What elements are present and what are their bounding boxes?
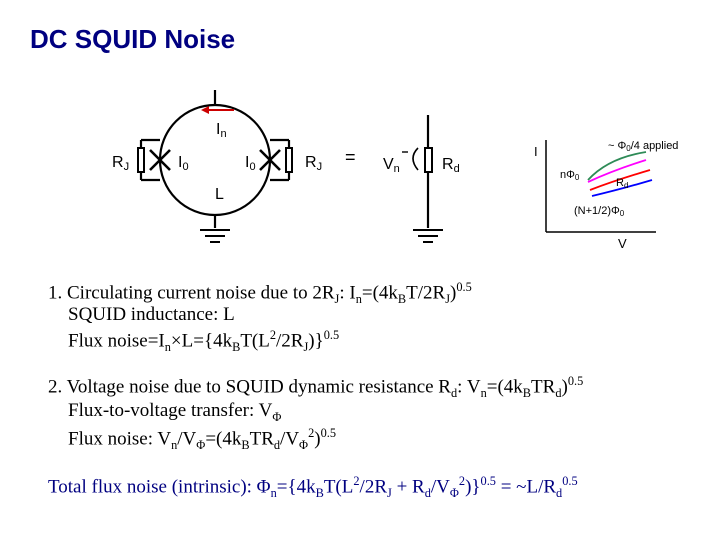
voltage-source-symbol [412,147,419,171]
annotation-half-phi0: (N+1/2)Φ0 [574,205,625,218]
label-RJ-right: RJ [305,154,322,173]
section1-line1: 1. Circulating current noise due to 2RJ:… [48,280,472,307]
iv-curve-top [587,151,647,181]
section1-line2: SQUID inductance: L [68,304,235,325]
ground-symbol-right [413,229,443,243]
label-Vn: Vn [383,156,400,175]
annotation-applied: ~ Φ0/4 applied [608,140,678,153]
junction-cross-left-b [149,149,171,171]
annotation-rd: Rd [616,177,628,190]
label-I0-right: I0 [245,154,256,173]
left-junction [137,138,171,182]
junction-cross-right-b [259,149,281,171]
right-junction [259,138,293,182]
label-L: L [215,186,224,203]
page-title: DC SQUID Noise [30,24,236,54]
circuit-diagram: In RJ I0 I0 RJ L = Vn [112,90,678,251]
iv-curve-mid2 [589,169,651,191]
iv-x-label: V [618,236,627,251]
section2-line3: Flux noise: Vn/VΦ=(4kBTRd/VΦ2)0.5 [68,426,337,453]
resistor-left [137,147,145,173]
ground-symbol-left [200,229,230,243]
label-I0-left: I0 [178,154,189,173]
label-RJ-left: RJ [112,154,129,173]
label-Rd: Rd [442,156,460,175]
iv-plot: I V ~ Φ0/4 applied nΦ0 Rd (N+1/2)Φ0 [534,140,678,251]
annotation-n-phi0: nΦ0 [560,169,580,182]
section2-line1: 2. Voltage noise due to SQUID dynamic re… [48,374,584,401]
label-In: In [216,121,227,140]
equivalent-circuit [402,115,433,228]
resistor-rd [424,147,433,173]
equals-sign: = [345,147,356,167]
section2-line2: Flux-to-voltage transfer: VΦ [68,400,282,424]
section1-line3: Flux noise=In×L={4kBT(L2/2RJ)}0.5 [68,328,340,355]
iv-curve-bottom [591,179,653,197]
resistor-right [285,147,293,173]
iv-y-label: I [534,144,538,159]
total-flux-noise: Total flux noise (intrinsic): Φn={4kBT(L… [48,474,578,501]
noise-current-arrow [201,106,234,114]
iv-curve-mid1 [587,159,647,183]
